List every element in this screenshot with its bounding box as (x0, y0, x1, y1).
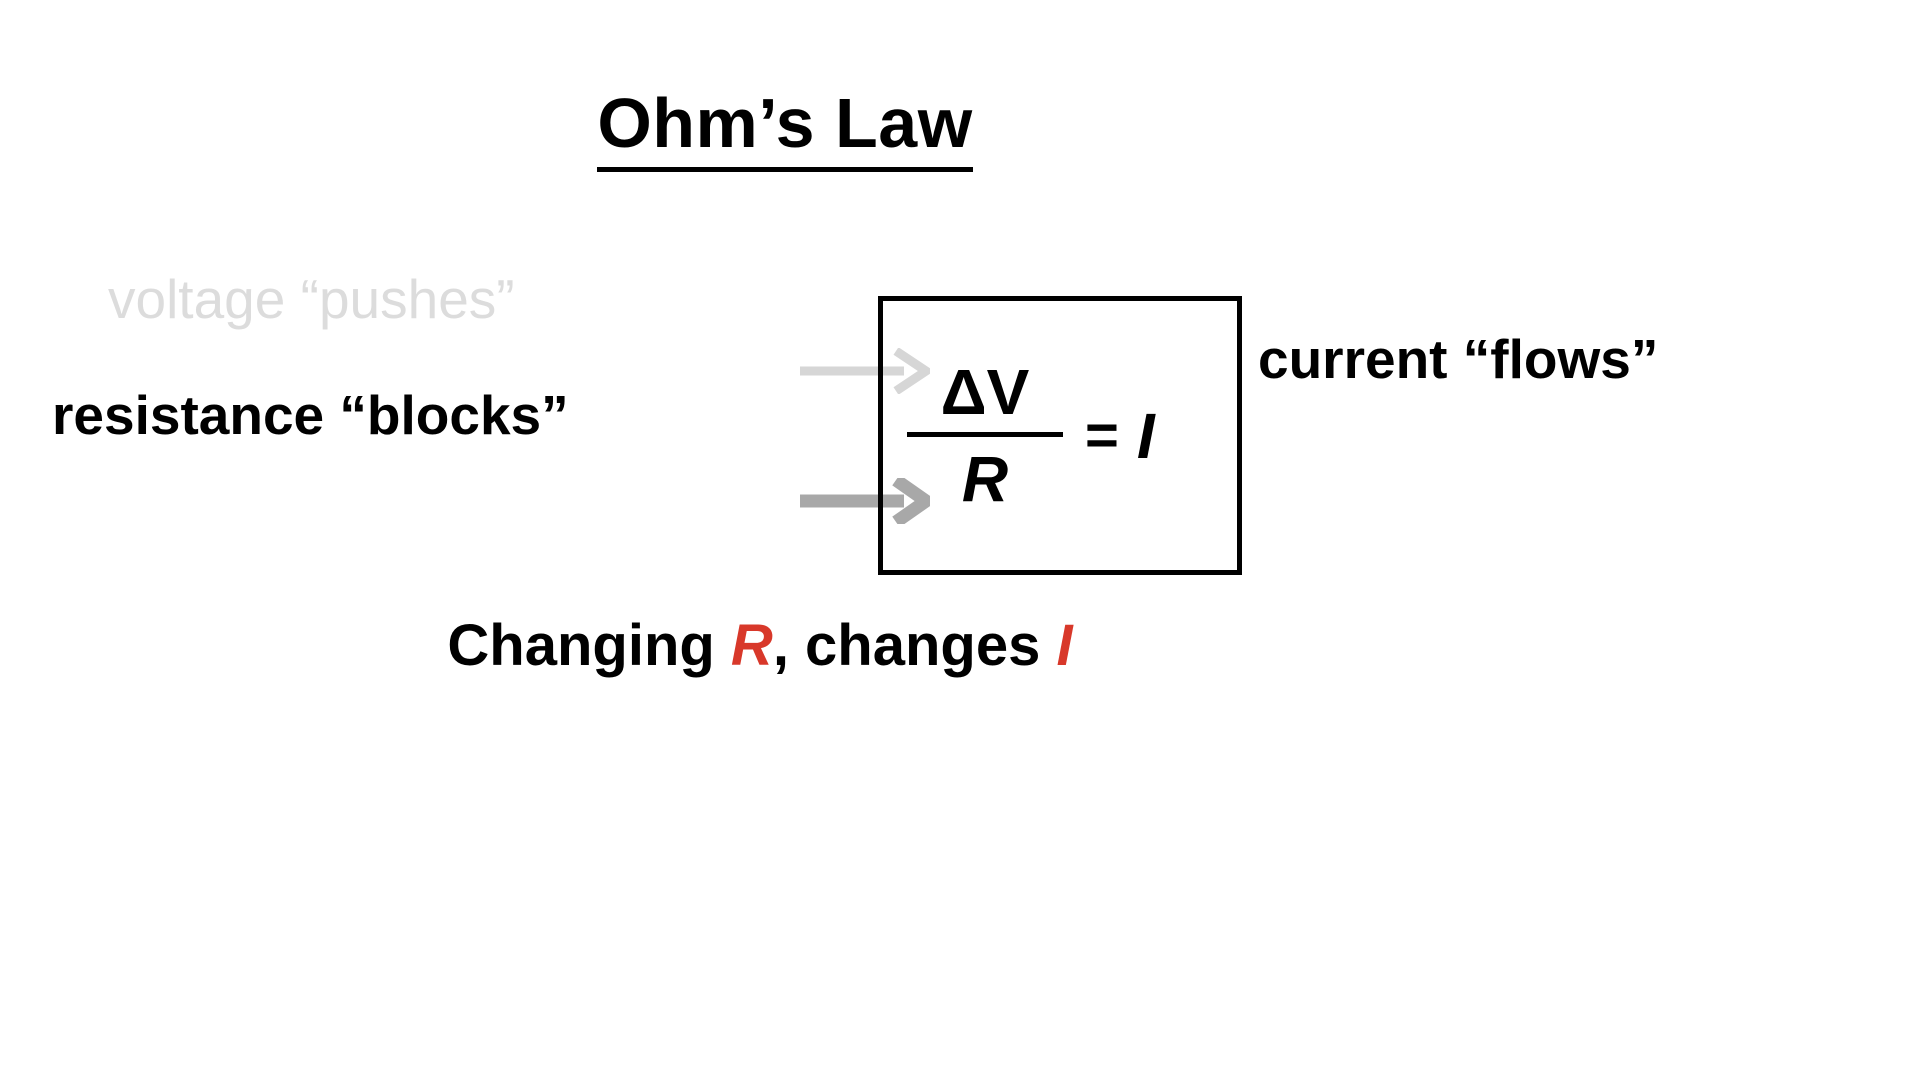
fraction-delta-v-over-r: ΔV R (907, 360, 1063, 511)
equation-content: ΔV R = I (883, 301, 1237, 570)
annotation-resistance-label: resistance “blocks” (52, 384, 569, 446)
page-title-container: Ohm’s Law (0, 88, 1570, 172)
equation-box: ΔV R = I (878, 296, 1242, 575)
equals-sign: = (1085, 402, 1119, 468)
conclusion-middle: , changes (772, 613, 1057, 678)
fraction-denominator: R (961, 443, 1009, 515)
resistance-arrow-right-icon (800, 474, 938, 529)
conclusion-term-r: R (730, 613, 773, 678)
conclusion-prefix: Changing (447, 613, 731, 678)
voltage-arrow-right-icon (800, 347, 935, 399)
current-symbol: I (1136, 399, 1155, 472)
fraction-numerator: ΔV (940, 356, 1030, 428)
annotation-voltage-label: voltage “pushes” (108, 268, 515, 330)
conclusion-line: Changing R, changes I (0, 612, 1520, 679)
page-title: Ohm’s Law (597, 88, 973, 172)
annotation-current-label: current “flows” (1258, 328, 1659, 390)
conclusion-term-i: I (1056, 613, 1073, 678)
fraction-bar (907, 432, 1063, 437)
